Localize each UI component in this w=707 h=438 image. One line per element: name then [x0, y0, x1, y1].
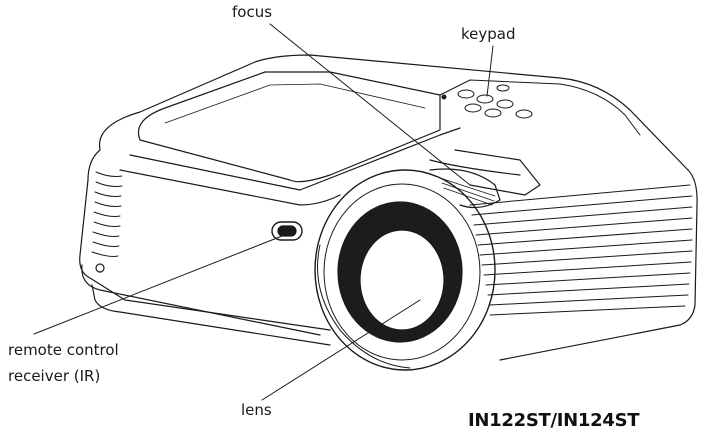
focus-ring: [429, 168, 501, 209]
model-name: IN122ST/IN124ST: [468, 410, 640, 431]
projector-left-front: [79, 149, 331, 331]
right-vent-grille: [469, 184, 693, 316]
left-foot-screw: [95, 263, 105, 273]
focus-leader-line: [269, 23, 471, 186]
keypad-label: keypad: [461, 25, 516, 43]
lens-assembly: [314, 169, 496, 371]
projector-lid: [137, 71, 441, 183]
callout-leaders: [33, 23, 494, 401]
lens-label: lens: [241, 401, 272, 419]
keypad-leader-line: [486, 45, 494, 97]
lens-leader-line: [261, 299, 421, 401]
remote-label-line1: remote control: [8, 341, 119, 359]
projector-right-side: [499, 169, 698, 361]
keypad-buttons: [441, 84, 533, 119]
left-vent-grille: [91, 171, 123, 257]
ir-receiver-window: [271, 221, 303, 241]
remote-label-line2: receiver (IR): [8, 367, 101, 385]
focus-label: focus: [232, 3, 273, 21]
projector-top-outline: [98, 54, 689, 171]
remote-leader-line: [33, 235, 283, 335]
remote-control-receiver-label: remote control receiver (IR): [8, 340, 119, 386]
